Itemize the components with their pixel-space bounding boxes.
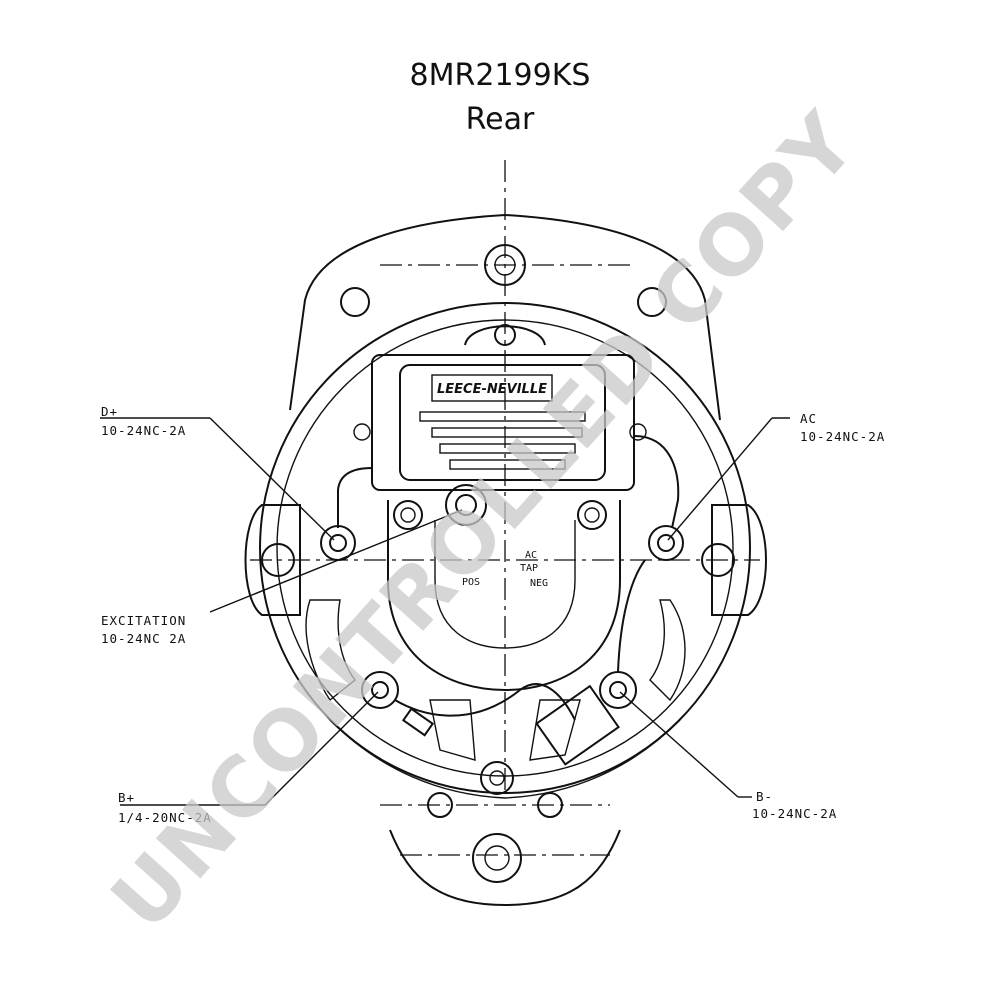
- label-ac-spec: 10-24NC-2A: [800, 429, 885, 444]
- right-ear: [711, 504, 767, 616]
- regulator-screw-right: [629, 423, 647, 441]
- top-mount-hole: [484, 244, 526, 286]
- leader-lines: [100, 417, 790, 806]
- excitation-terminal: [445, 484, 487, 526]
- rectifier-bridge-inner: [434, 520, 576, 649]
- regulator-slots: [419, 411, 586, 470]
- right-flange-hole: [637, 287, 667, 317]
- top-boss: [464, 325, 546, 346]
- regulator-cover: [399, 364, 606, 481]
- b-plus-connector: [401, 707, 435, 737]
- label-d-plus: D+: [101, 404, 118, 419]
- wire-b-plus: [394, 683, 576, 721]
- label-excitation-spec: 10-24NC 2A: [101, 631, 186, 646]
- housing-vents: [305, 599, 686, 761]
- lower-mount-holes: [427, 792, 563, 883]
- ac-terminal: [648, 525, 684, 561]
- part-number-title: 8MR2199KS: [409, 58, 591, 93]
- brand-logo: LEECE-NEVILLE: [437, 382, 547, 397]
- top-boss-hole: [494, 324, 516, 346]
- label-b-minus-spec: 10-24NC-2A: [752, 806, 837, 821]
- b-minus-terminal: [599, 671, 637, 709]
- view-subtitle: Rear: [465, 102, 535, 137]
- label-b-plus-spec: 1/4-20NC-2A: [118, 810, 212, 825]
- bottom-stud: [480, 761, 514, 795]
- top-mount-hole-inner: [494, 254, 516, 276]
- lower-mount-ear: [389, 829, 621, 907]
- b-plus-terminal: [361, 671, 399, 709]
- housing-rib: [329, 719, 681, 799]
- rectifier-bridge: [387, 500, 621, 692]
- wire-d-plus: [337, 467, 373, 528]
- label-excitation: EXCITATION: [101, 613, 186, 628]
- label-b-plus: B+: [118, 790, 135, 805]
- regulator-label-plate: [431, 374, 553, 402]
- wire-ac: [633, 435, 680, 529]
- b-minus-lead-block: [535, 684, 620, 766]
- mark-tap: TAP: [520, 563, 538, 574]
- left-flange-hole: [340, 287, 370, 317]
- left-ear-hole: [261, 543, 295, 577]
- stud-left-regulator: [393, 500, 423, 530]
- stud-right-regulator: [577, 500, 607, 530]
- right-ear-hole: [701, 543, 735, 577]
- mark-pos: POS: [462, 577, 480, 588]
- housing-inner: [276, 319, 734, 777]
- label-d-plus-spec: 10-24NC-2A: [101, 423, 186, 438]
- mounting-flange-outline: [289, 213, 721, 421]
- wire-ac-lead: [617, 559, 646, 673]
- label-ac: AC: [800, 411, 817, 426]
- mark-neg: NEG: [530, 578, 548, 589]
- mark-ac-tap: AC: [525, 550, 537, 561]
- regulator-screw-left: [353, 423, 371, 441]
- label-b-minus: B-: [756, 789, 773, 804]
- regulator-housing: [371, 354, 635, 491]
- left-ear: [244, 504, 301, 616]
